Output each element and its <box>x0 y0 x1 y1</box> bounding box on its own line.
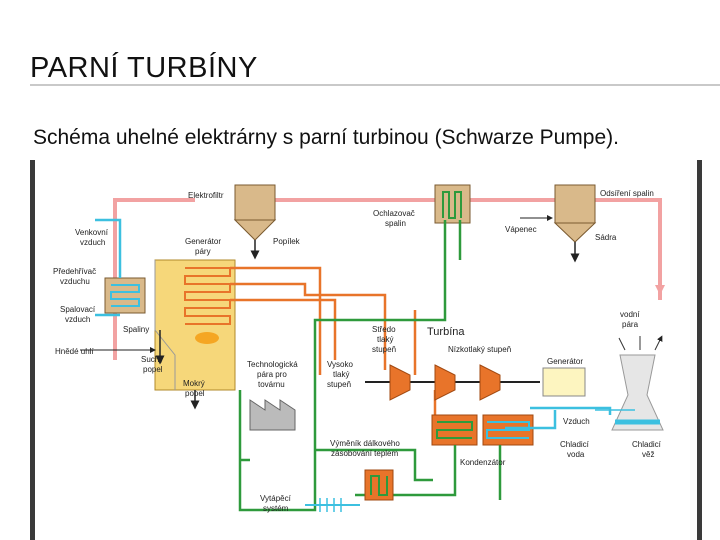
district-heat-exchanger <box>431 414 478 446</box>
label-lp: Nízkotlaký stupeň <box>448 345 511 354</box>
flue-gas-cooler <box>434 184 471 224</box>
label-steam-generator-1: Generátor <box>185 237 221 246</box>
factory-building <box>249 399 296 431</box>
label-cooler-1: Ochlazovač <box>373 209 415 218</box>
label-heating-1: Vytápěcí <box>260 494 292 503</box>
label-dry-ash-2: popel <box>143 365 163 374</box>
label-cooling-water-1: Chladicí <box>560 440 590 449</box>
slide-subtitle: Schéma uhelné elektrárny s parní turbino… <box>33 126 619 149</box>
label-heating-2: systém <box>263 504 289 513</box>
label-process-steam-3: továrnu <box>258 380 285 389</box>
label-fly-ash: Popílek <box>273 237 301 246</box>
condenser <box>482 414 534 446</box>
label-turbine: Turbína <box>427 326 465 338</box>
power-plant-diagram: Elektrofiltr Venkovní vzduch Generátor p… <box>35 160 697 540</box>
label-limestone: Vápenec <box>505 225 537 234</box>
slide-title: PARNÍ TURBÍNY <box>30 52 258 84</box>
label-dry-ash-1: Suchý <box>141 355 163 364</box>
label-generator: Generátor <box>547 357 583 366</box>
steam-generator-boiler <box>154 259 236 391</box>
desulphurisation-unit <box>520 184 597 263</box>
left-frame-band <box>30 160 36 540</box>
label-wet-ash-1: Mokrý <box>183 379 205 388</box>
label-process-steam-2: pára pro <box>257 370 287 379</box>
label-cooling-water-2: voda <box>567 450 585 459</box>
cooling-tower <box>505 336 663 431</box>
label-electrofilter: Elektrofiltr <box>188 191 224 200</box>
label-ip-3: stupeň <box>372 345 396 354</box>
label-hp-1: Vysoko <box>327 360 353 369</box>
label-preheater-2: vzduchu <box>60 277 90 286</box>
label-outside-air-1: Venkovní <box>75 228 109 237</box>
label-gypsum: Sádra <box>595 233 617 242</box>
electrostatic-precipitator <box>233 184 277 260</box>
label-hp-3: stupeň <box>327 380 351 389</box>
label-condenser: Kondenzátor <box>460 458 506 467</box>
right-frame-band <box>696 160 702 540</box>
heating-system <box>305 469 394 512</box>
label-desulph: Odsíření spalin <box>600 189 654 198</box>
label-steam-vapor-2: pára <box>622 320 639 329</box>
title-divider <box>30 84 720 86</box>
label-outside-air-2: vzduch <box>80 238 105 247</box>
label-lignite: Hnědé uhlí <box>55 347 94 356</box>
label-flue-gas: Spaliny <box>123 325 149 334</box>
label-ip-1: Středo <box>372 325 396 334</box>
diagram-svg: Elektrofiltr Venkovní vzduch Generátor p… <box>53 184 697 513</box>
label-cooling-tower-2: věž <box>642 450 654 459</box>
label-process-steam-1: Technologická <box>247 360 298 369</box>
label-air: Vzduch <box>563 417 590 426</box>
label-combustion-air-1: Spalovací <box>60 305 96 314</box>
flue-arrow-down <box>655 285 665 295</box>
label-combustion-air-2: vzduch <box>65 315 90 324</box>
label-preheater-1: Předehřívač <box>53 267 96 276</box>
label-hp-2: tlaký <box>333 370 349 379</box>
label-steam-generator-2: páry <box>195 247 211 256</box>
label-wet-ash-2: popel <box>185 389 205 398</box>
label-steam-vapor-1: vodní <box>620 310 640 319</box>
label-heat-exchanger-1: Výměník dálkového <box>330 439 400 448</box>
label-cooler-2: spalin <box>385 219 406 228</box>
label-ip-2: tlaký <box>377 335 393 344</box>
label-cooling-tower-1: Chladicí <box>632 440 662 449</box>
turbine-set <box>365 364 586 401</box>
air-preheater <box>80 218 156 353</box>
label-heat-exchanger-2: zásobování teplem <box>331 449 398 458</box>
